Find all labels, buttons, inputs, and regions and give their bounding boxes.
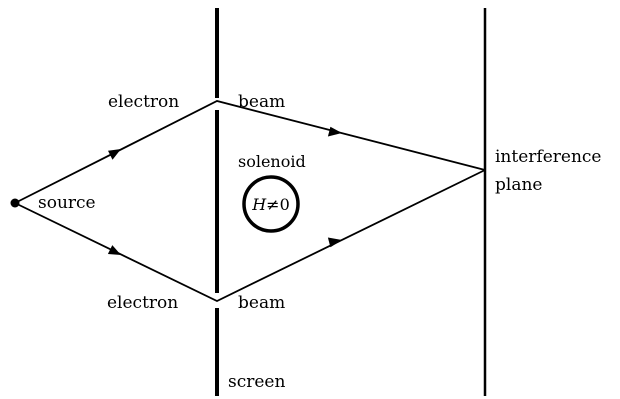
source-label: source xyxy=(38,193,96,213)
beam-bottom-label: beam xyxy=(238,293,285,313)
field-label: H≠0 xyxy=(251,195,290,214)
arrow-upper-right xyxy=(327,126,342,137)
solenoid-label: solenoid xyxy=(238,152,306,171)
beam-top-label: beam xyxy=(238,92,285,112)
screen-label: screen xyxy=(228,372,285,392)
electron-bottom-label: electron xyxy=(107,293,178,313)
arrow-upper-left xyxy=(108,149,121,160)
arrow-lower-left xyxy=(107,245,121,255)
field-relation: ≠0 xyxy=(266,195,290,214)
interference-label-line2: plane xyxy=(495,175,542,195)
field-symbol: H xyxy=(251,195,267,214)
solenoid-circle xyxy=(242,175,300,233)
lower-electron-path xyxy=(14,169,486,303)
arrow-lower-right xyxy=(327,237,342,248)
upper-electron-path xyxy=(14,100,486,204)
electron-top-label: electron xyxy=(108,92,179,112)
interference-label-line1: interference xyxy=(495,147,601,167)
